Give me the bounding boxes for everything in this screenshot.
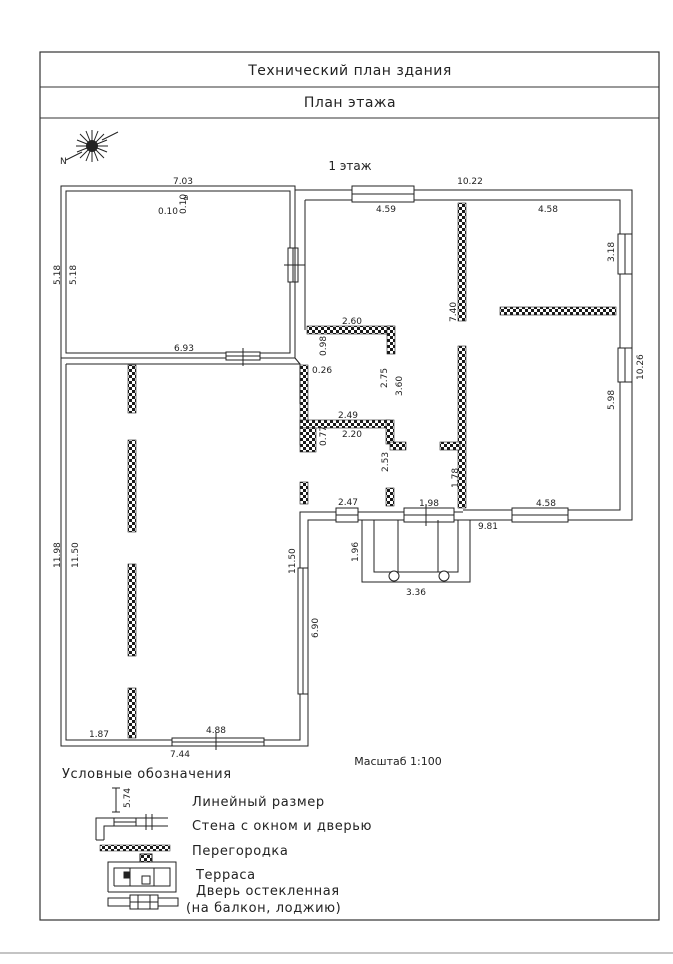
legend-partition-icon [99,844,171,852]
legend-item-glazed-door: Дверь остекленная [196,884,340,899]
legend-sample-dim: 5.74 [123,788,133,808]
dim-room1-bottom: 6.93 [174,344,194,354]
dim-terrace-h: 1.96 [351,542,361,562]
walls-big-room [60,357,463,747]
window-top-left-bottom [225,348,261,366]
dim-window-right: 3.18 [607,242,617,262]
dim-small-a: 0.10 [158,207,178,217]
dim-left-inner-h: 5.18 [69,265,79,285]
dim-right-inner-h: 5.98 [607,390,617,410]
dim-stair-v: 1.78 [451,468,461,488]
legend-dimension-icon [112,787,120,813]
dim-bottom-198: 1.98 [419,499,439,509]
dim-bath-top: 2.60 [342,317,362,327]
legend-item-glazed-door-note: (на балкон, лоджию) [186,901,341,916]
dim-wc-left: 0.77 [319,426,329,446]
window-right-upper [617,233,633,275]
dim-big-right-inner: 11.50 [288,548,298,574]
compass-rose-icon: N [60,130,119,167]
partitions [127,202,617,739]
dim-wc-top: 2.49 [338,411,358,421]
window-bottom-right [511,507,569,523]
window-big-room-right [297,567,309,695]
legend-item-terrace: Терраса [195,868,256,883]
dim-hall-top: 4.59 [376,205,396,215]
dim-left-outer-h: 5.18 [53,265,63,285]
dim-small-mark: a [183,193,189,203]
terrace [361,520,471,583]
page-frame [39,51,660,921]
legend: Условные обозначения 5.74 Линейный разме… [62,767,372,916]
dim-bottom-458: 4.58 [536,499,556,509]
legend-item-dimension: Линейный размер [192,795,325,810]
dim-bath-left: 0.98 [319,336,329,356]
dim-terrace-w: 3.36 [406,588,426,598]
dim-bath-right2: 3.60 [395,376,405,396]
legend-glazed-door-icon [107,894,179,910]
compass-n: N [60,157,67,167]
dim-big-bottom-488: 4.88 [206,726,226,736]
dim-big-left-inner: 11.50 [71,542,81,568]
scale-label: Масштаб 1:100 [354,755,441,768]
legend-wall-icon [95,814,168,841]
floor-label: 1 этаж [328,159,371,173]
window-bottom-middle [335,504,455,526]
window-top-hall [351,185,415,203]
dim-big-bottom-187: 1.87 [89,730,109,740]
legend-terrace-icon [107,853,177,893]
plan-title: Технический план здания [247,63,452,79]
window-top-left-right [284,247,305,283]
legend-title: Условные обозначения [62,767,232,782]
dim-small-026: 0.26 [312,366,332,376]
dim-big-bottom-744: 7.44 [170,750,190,760]
legend-item-partition: Перегородка [192,844,288,859]
dim-big-right-window: 6.90 [311,618,321,638]
dim-bottom-981: 9.81 [478,522,498,532]
dim-top-left-width: 7.03 [173,177,193,187]
dim-wc-bottom: 2.20 [342,430,362,440]
plan-subtitle: План этажа [304,95,396,111]
legend-item-wall: Стена с окном и дверью [192,819,372,834]
dim-corridor-v: 2.53 [381,452,391,472]
dim-bedroom-top: 4.58 [538,205,558,215]
dim-big-left-outer: 11.98 [53,542,63,568]
dim-bottom-247: 2.47 [338,498,358,508]
dim-partition-v: 7.40 [449,302,459,322]
dim-small-b: 0.10 [179,194,189,214]
dimension-labels: 7.03 0.10 a 0.10 5.18 5.18 6.93 10.22 4.… [53,177,646,760]
window-right-lower [617,347,633,383]
window-big-room-bottom [171,732,265,750]
dim-bath-right: 2.75 [380,368,390,388]
dim-right-outer-h: 10.26 [636,354,646,380]
dim-top-right-width: 10.22 [457,177,483,187]
